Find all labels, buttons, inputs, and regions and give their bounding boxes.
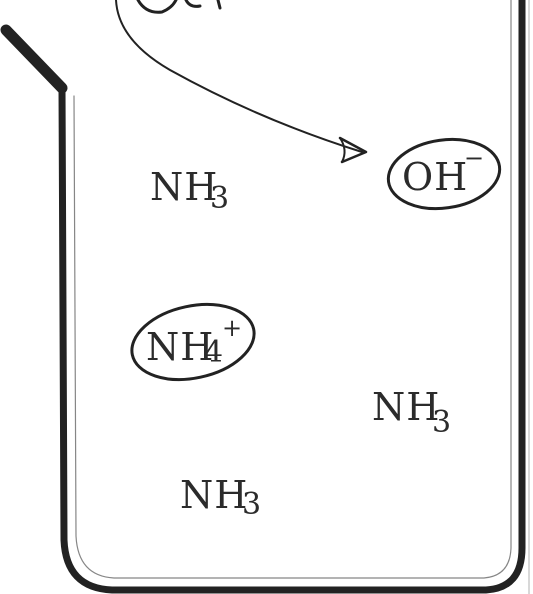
ammonium-circle [130,303,256,381]
ammonium-ion: NH 4 + [130,303,256,381]
ammonia-subscript: 3 [210,181,229,216]
ammonia-molecule-3: NH 3 [180,473,261,522]
top-partial-label [136,0,222,14]
ammonium-subscript: 4 [204,335,223,370]
reaction-arrow [115,0,368,164]
hydroxide-ion: OH − [386,137,502,211]
hydroxide-superscript: − [464,144,484,172]
ammonium-superscript: + [222,314,242,342]
hydroxide-label: OH [402,155,468,199]
ammonia-label: NH [372,385,440,429]
hydroxide-circle [386,137,502,211]
ammonia-molecule-1: NH 3 [150,165,229,216]
ammonia-label: NH [180,473,248,517]
ammonium-label: NH [146,325,214,369]
ammonia-subscript: 3 [242,487,261,522]
ammonia-molecule-2: NH 3 [372,385,451,440]
ammonia-subscript: 3 [432,405,451,440]
ammonia-label: NH [150,165,218,209]
